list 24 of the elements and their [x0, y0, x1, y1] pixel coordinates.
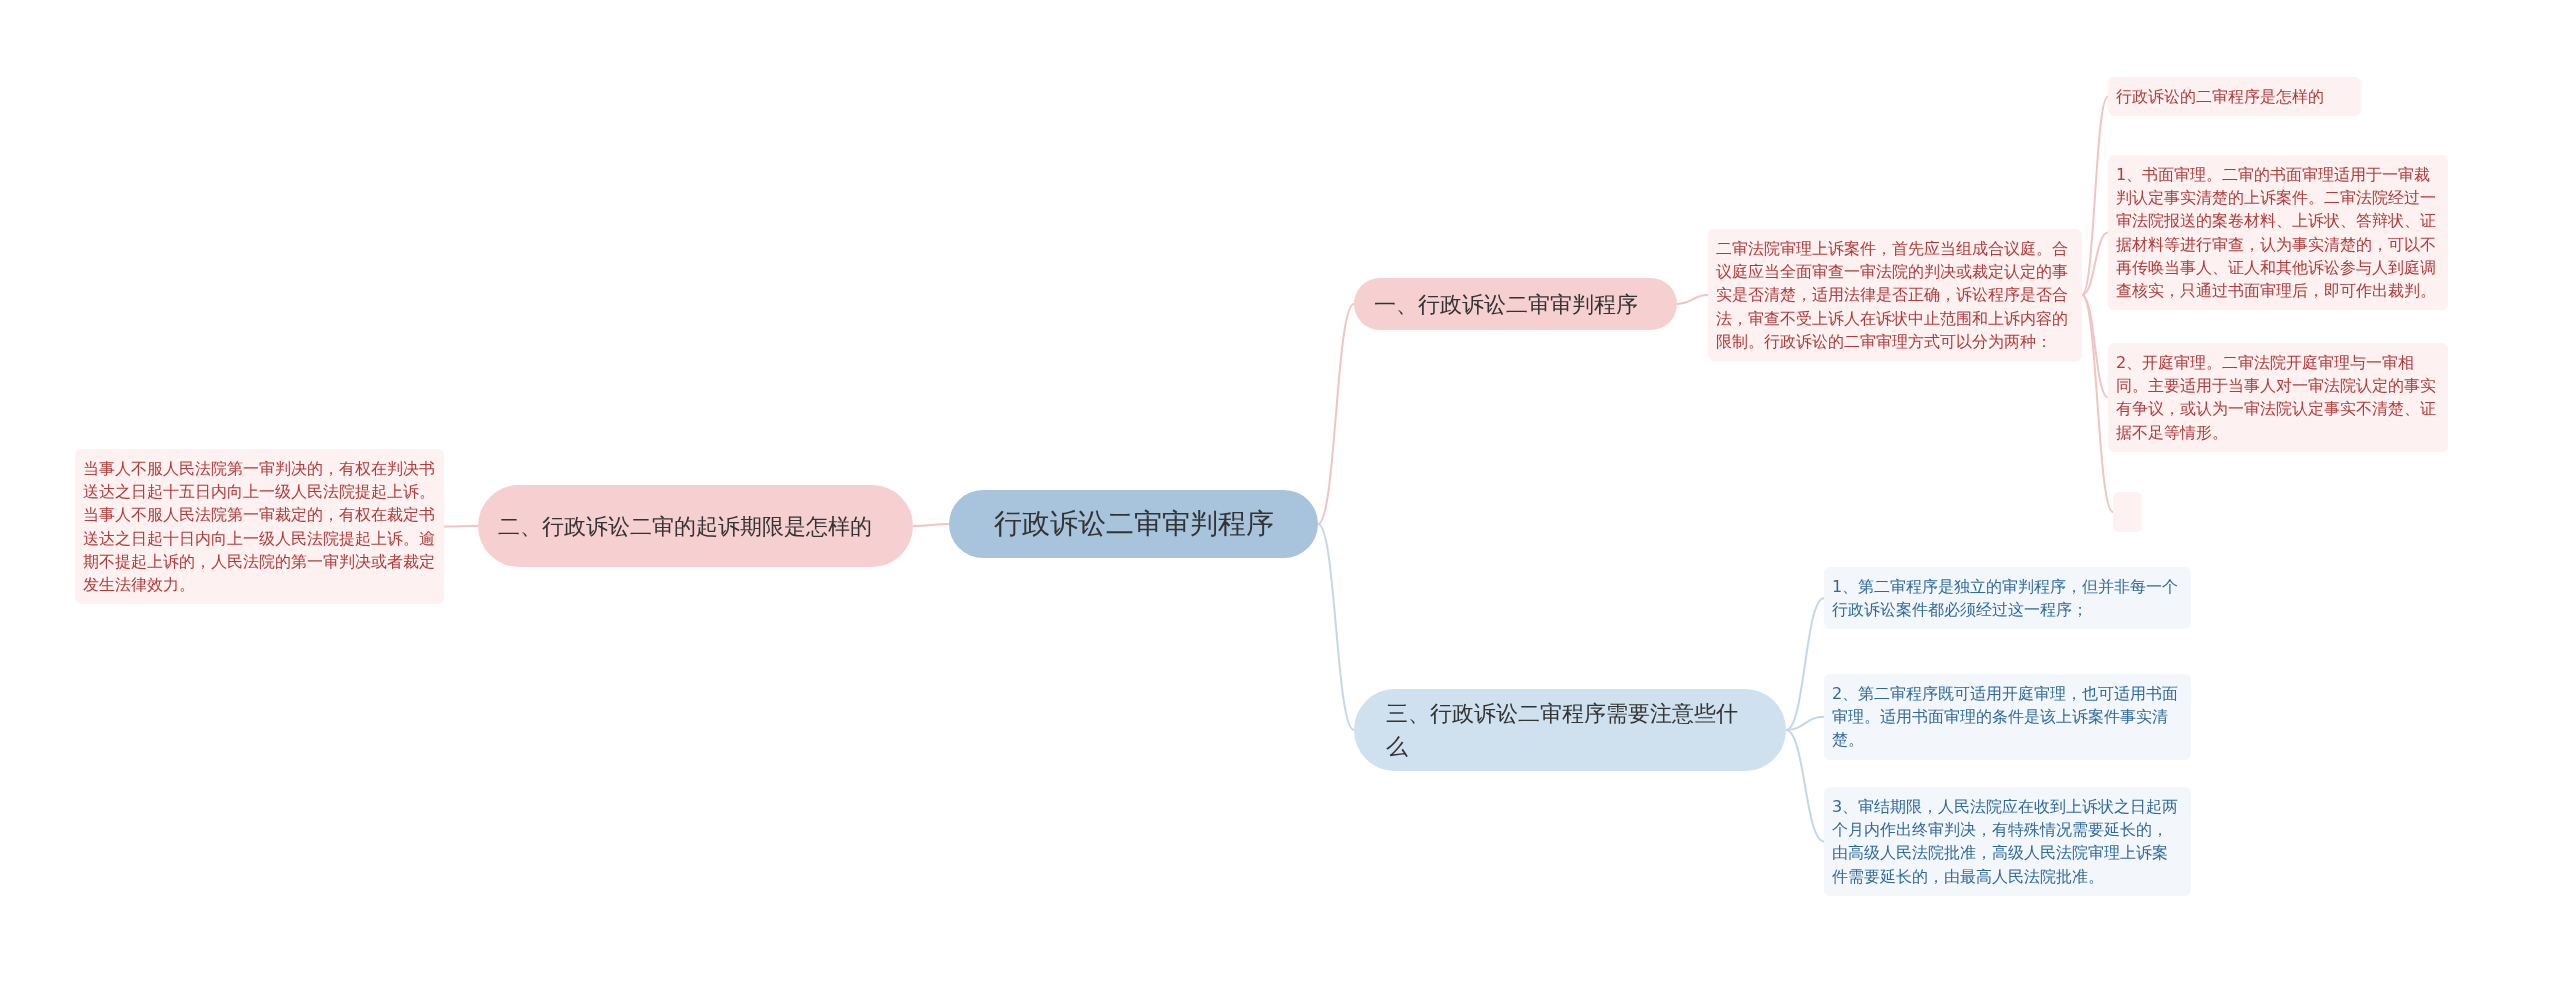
branch-topic: 二、行政诉讼二审的起诉期限是怎样的 — [478, 485, 913, 567]
root-topic: 行政诉讼二审审判程序 — [949, 490, 1318, 558]
connector — [2081, 231, 2109, 296]
detail-note: 二审法院审理上诉案件，首先应当组成合议庭。合议庭应当全面审查一审法院的判决或裁定认定的事实是否清楚，适用法律是否正确，诉讼程序是否合法，审查不受上诉人在诉状中止范围和上诉内容的限制。行政诉讼的二审审理方式可以分为两种： — [1708, 229, 2082, 361]
connector — [2081, 95, 2109, 296]
connector — [1317, 303, 1355, 525]
connector — [1676, 293, 1709, 305]
empty-box — [2113, 492, 2142, 532]
detail-note: 3、审结期限，人民法院应在收到上诉状之日起两个月内作出终审判决，有特殊情况需要延长的，由高级人民法院批准，高级人民法院审理上诉案件需要延长的，由最高人民法院批准。 — [1824, 787, 2191, 896]
branch-topic: 三、行政诉讼二审程序需要注意些什么 — [1354, 689, 1786, 771]
detail-note: 2、第二审程序既可适用开庭审理，也可适用书面审理。适用书面审理的条件是该上诉案件事实清楚。 — [1824, 674, 2191, 760]
detail-note: 1、书面审理。二审的书面审理适用于一审裁判认定事实清楚的上诉案件。二审法院经过一审法院报送的案卷材料、上诉状、答辩状、证据材料等进行审查，认为事实清楚的，可以不再传唤当事人、证人和其他诉讼参与人到庭调查核实，只通过书面审理后，即可作出裁判。 — [2108, 155, 2448, 311]
subtopic: 行政诉讼的二审程序是怎样的 — [2108, 77, 2361, 117]
connector — [1785, 597, 1825, 731]
branch-topic: 一、行政诉讼二审审判程序 — [1354, 278, 1677, 330]
connector — [1785, 729, 1825, 843]
detail-note: 2、开庭审理。二审法院开庭审理与一审相同。主要适用于当事人对一审法院认定的事实有争议，或认为一审法院认定事实不清楚、证据不足等情形。 — [2108, 343, 2448, 452]
detail-note: 当事人不服人民法院第一审判决的，有权在判决书送达之日起十五日内向上一级人民法院提起上诉。当事人不服人民法院第一审裁定的，有权在裁定书送达之日起十日内向上一级人民法院提起上诉。逾期不提起上诉的，人民法院的第一审判决或者裁定发生法律效力。 — [75, 449, 444, 605]
connector — [912, 523, 950, 527]
connector — [2081, 293, 2114, 513]
connector — [1317, 523, 1355, 731]
detail-note: 1、第二审程序是独立的审判程序，但并非每一个行政诉讼案件都必须经过这一程序； — [1824, 567, 2191, 630]
connector — [443, 525, 479, 528]
connector — [2081, 293, 2109, 399]
